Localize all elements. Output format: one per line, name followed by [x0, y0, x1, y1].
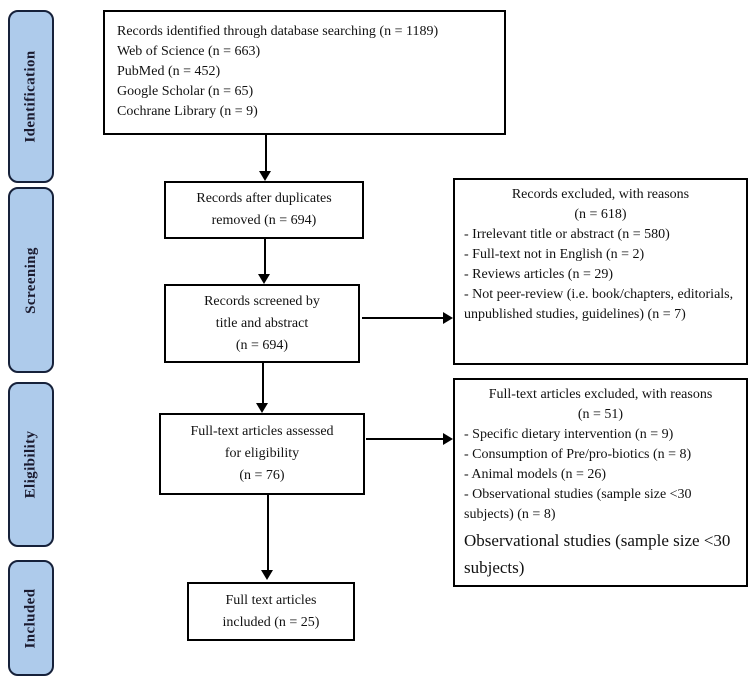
arrow-shaft — [261, 363, 264, 404]
arrow-shaft — [362, 317, 444, 319]
box-line: Full-text articles assessed — [190, 424, 334, 439]
fulltext-assessed-box: Full-text articles assessed for eligibil… — [159, 413, 365, 495]
box-line: Full text articles — [225, 592, 317, 608]
exclusion-count: (n = 51) — [577, 407, 624, 422]
box-line: (n = 694) — [235, 337, 289, 353]
arrow-shaft — [264, 135, 267, 172]
down-arrow — [259, 135, 272, 181]
stage-label-included: Included — [8, 560, 54, 676]
duplicates-removed-box: Records after duplicates removed (n = 69… — [164, 181, 364, 239]
exclusion-reason: - Reviews articles (n = 29) — [464, 267, 614, 282]
arrow-head-icon — [443, 432, 453, 445]
exclusion-count: (n = 618) — [574, 207, 627, 222]
down-arrow — [261, 495, 274, 580]
right-arrow — [366, 432, 453, 446]
stage-label-text: Included — [22, 588, 39, 648]
exclusion-title: Records excluded, with reasons — [511, 187, 690, 202]
exclusion-reason: - Consumption of Pre/pro-biotics (n = 8) — [464, 447, 692, 462]
box-line: (n = 76) — [239, 468, 285, 483]
arrow-head-icon — [443, 311, 453, 324]
box-line: PubMed (n = 452) — [117, 64, 221, 79]
exclusion-reason: - Not peer-review (i.e. book/chapters, e… — [464, 287, 734, 322]
down-arrow — [258, 239, 271, 284]
box-line: Records after duplicates — [196, 191, 332, 206]
exclusion-reason: - Irrelevant title or abstract (n = 580) — [464, 227, 670, 242]
records-identified-box: Records identified through database sear… — [103, 10, 506, 135]
box-line: Records identified through database sear… — [117, 24, 439, 39]
down-arrow — [256, 363, 269, 413]
arrow-head-icon — [258, 274, 270, 284]
stage-label-text: Eligibility — [22, 430, 39, 499]
box-line: Web of Science (n = 663) — [117, 44, 261, 59]
box-line: Google Scholar (n = 65) — [117, 84, 254, 99]
box-line: Cochrane Library (n = 9) — [117, 104, 258, 119]
right-arrow — [362, 311, 453, 325]
exclusion-reason: - Observational studies (sample size <30… — [464, 487, 692, 522]
exclusion-reason: - Specific dietary intervention (n = 9) — [464, 427, 674, 442]
box-line: for eligibility — [224, 446, 300, 461]
stage-label-text: Identification — [22, 50, 39, 143]
stage-label-text: Screening — [22, 246, 39, 314]
stage-label-screening: Screening — [8, 187, 54, 373]
arrow-shaft — [263, 239, 266, 275]
box-line: Records screened by — [204, 293, 320, 309]
exclusion-note: Observational studies (sample size <30 s… — [464, 531, 731, 577]
box-line: included (n = 25) — [222, 614, 320, 630]
arrow-shaft — [266, 495, 269, 571]
box-line: title and abstract — [215, 315, 309, 331]
box-line: removed (n = 694) — [211, 213, 317, 228]
records-excluded-box: Records excluded, with reasons (n = 618)… — [453, 178, 748, 365]
arrow-head-icon — [256, 403, 268, 413]
arrow-head-icon — [261, 570, 273, 580]
exclusion-reason: - Full-text not in English (n = 2) — [464, 247, 645, 262]
stage-label-eligibility: Eligibility — [8, 382, 54, 547]
exclusion-reason: - Animal models (n = 26) — [464, 467, 607, 482]
records-screened-box: Records screened by title and abstract (… — [164, 284, 360, 363]
fulltext-excluded-box: Full-text articles excluded, with reason… — [453, 378, 748, 587]
arrow-head-icon — [259, 171, 271, 181]
stage-label-identification: Identification — [8, 10, 54, 183]
exclusion-title: Full-text articles excluded, with reason… — [488, 387, 713, 402]
fulltext-included-box: Full text articles included (n = 25) — [187, 582, 355, 641]
arrow-shaft — [366, 438, 444, 440]
